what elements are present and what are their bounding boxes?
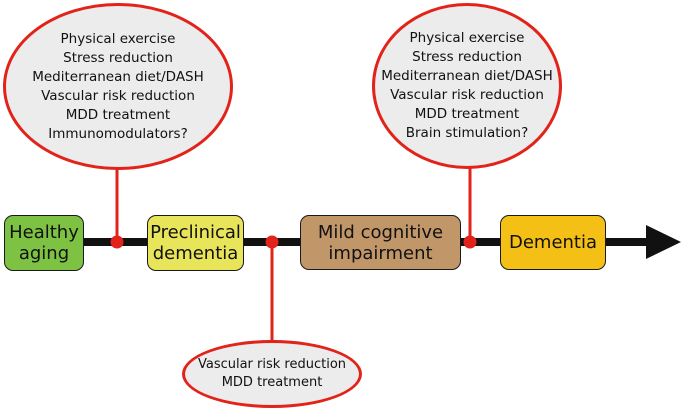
intervention-item: Immunomodulators? [48,125,188,142]
intervention-item: Stress reduction [63,49,173,66]
intervention-bubble-early: Physical exercise Stress reduction Medit… [3,3,233,170]
intervention-item: Stress reduction [412,49,522,65]
stage-box-dementia: Dementia [500,215,606,270]
intervention-bubble-mci: Physical exercise Stress reduction Medit… [372,3,562,169]
intervention-item: Vascular risk reduction [390,87,544,103]
stage-box-mild-cognitive-impairment: Mild cognitive impairment [300,215,461,270]
stage-label: Dementia [508,232,598,253]
intervention-item: Vascular risk reduction [41,87,195,104]
intervention-item: Brain stimulation? [405,125,529,141]
stage-label: Preclinical [150,222,241,243]
timeline-arrowhead [646,225,681,259]
intervention-item: Physical exercise [60,30,176,47]
stage-label: Healthy [9,222,79,243]
timepoint-dot-mci [463,235,477,249]
stage-label: impairment [328,242,433,264]
intervention-item: MDD treatment [414,106,520,122]
timepoint-dot-preclinical [265,235,279,249]
intervention-item: MDD treatment [221,375,323,390]
intervention-item: Mediterranean diet/DASH [32,68,204,85]
stage-label: Mild cognitive [317,221,444,243]
intervention-item: Physical exercise [409,30,525,46]
stage-label: dementia [152,243,239,264]
intervention-item: MDD treatment [65,106,171,123]
intervention-item: Mediterranean diet/DASH [381,68,553,84]
stage-box-preclinical-dementia: Preclinical dementia [147,215,244,271]
timepoint-dot-early [110,235,124,249]
stage-label: aging [18,243,70,264]
intervention-item: Vascular risk reduction [197,357,347,372]
stage-box-healthy-aging: Healthy aging [4,215,84,271]
intervention-bubble-preclinical: Vascular risk reduction MDD treatment [182,340,362,408]
